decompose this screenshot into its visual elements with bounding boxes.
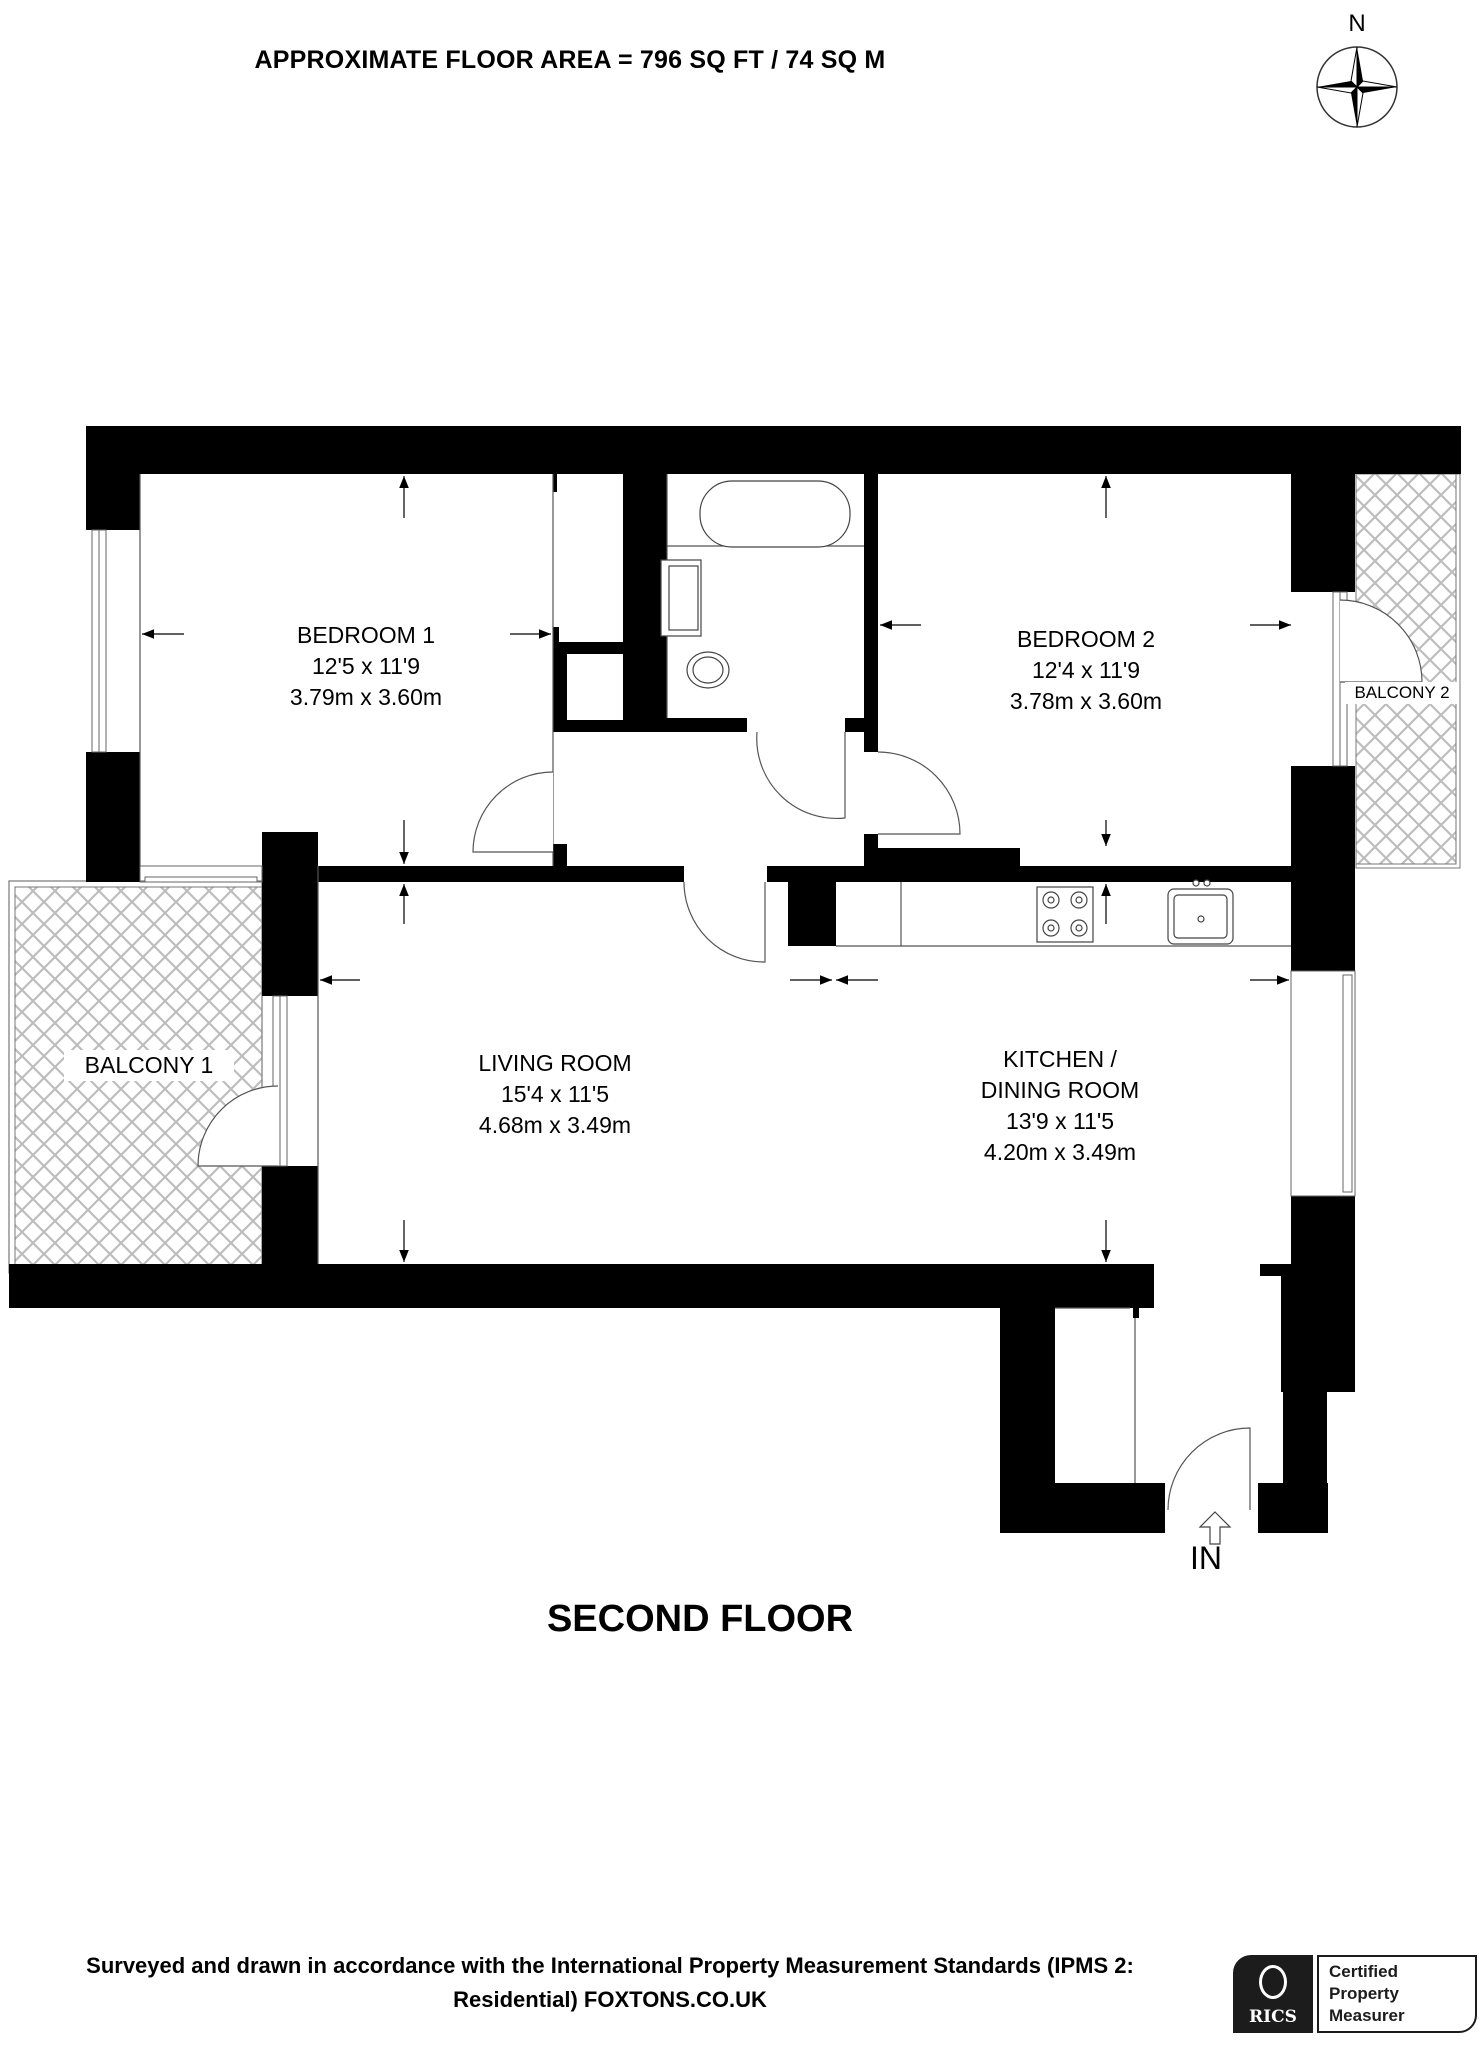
room-bedroom-1: BEDROOM 1 12'5 x 11'9 3.79m x 3.60m <box>236 620 496 713</box>
footer-line-2: Residential) FOXTONS.CO.UK <box>453 1987 767 2012</box>
room-imperial: 15'4 x 11'5 <box>500 1081 610 1107</box>
room-metric: 4.68m x 3.49m <box>478 1112 632 1138</box>
room-metric: 3.78m x 3.60m <box>1009 688 1163 714</box>
room-bedroom-2: BEDROOM 2 12'4 x 11'9 3.78m x 3.60m <box>956 624 1216 717</box>
balcony2-door <box>1339 599 1423 683</box>
floor-area-title: APPROXIMATE FLOOR AREA = 796 SQ FT / 74 … <box>254 46 886 74</box>
room-kitchen-dining: KITCHEN / DINING ROOM 13'9 x 11'5 4.20m … <box>930 1044 1190 1168</box>
footer-note: Surveyed and drawn in accordance with th… <box>0 1949 1220 2017</box>
badge-line-3: Measurer <box>1329 2006 1405 2025</box>
entrance-arrow-icon <box>1198 1511 1232 1545</box>
living-door <box>683 881 766 963</box>
rics-brand: RICS <box>1249 2007 1297 2027</box>
room-metric: 4.20m x 3.49m <box>983 1139 1137 1165</box>
compass-rose-icon <box>1316 46 1398 128</box>
room-name: BEDROOM 1 <box>296 622 436 648</box>
bathroom-door <box>756 731 846 820</box>
room-imperial: 12'4 x 11'9 <box>1031 657 1141 683</box>
kitchen-fixtures <box>1036 879 1234 945</box>
room-imperial: 12'5 x 11'9 <box>311 653 421 679</box>
rics-logo: RICS <box>1233 1955 1313 2033</box>
bathtub-icon <box>699 480 851 548</box>
north-label: N <box>1348 10 1366 37</box>
room-name-line2: DINING ROOM <box>980 1077 1140 1103</box>
entrance-door <box>1167 1427 1251 1511</box>
bedroom2-door <box>877 751 961 835</box>
floor-name: SECOND FLOOR <box>546 1598 854 1640</box>
walls <box>9 426 1461 1533</box>
balcony-2-label: BALCONY 2 <box>1345 682 1459 704</box>
lion-icon <box>1259 1965 1287 1999</box>
rics-certification: Certified Property Measurer <box>1317 1955 1477 2033</box>
bath-fixtures <box>660 480 851 689</box>
room-name: BEDROOM 2 <box>1016 626 1156 652</box>
bedroom1-door <box>472 771 554 853</box>
footer-line-1: Surveyed and drawn in accordance with th… <box>86 1953 1134 1978</box>
room-name: LIVING ROOM <box>478 1050 632 1076</box>
compass: N <box>1312 10 1402 130</box>
doors <box>197 599 1423 1511</box>
room-name-line1: KITCHEN / <box>1003 1046 1117 1072</box>
room-metric: 3.79m x 3.60m <box>289 684 443 710</box>
entrance-label: IN <box>1190 1540 1222 1576</box>
rics-badge: RICS Certified Property Measurer <box>1233 1955 1477 2033</box>
badge-line-2: Property <box>1329 1984 1399 2003</box>
balcony-1-label: BALCONY 1 <box>64 1050 234 1081</box>
balcony1-door <box>197 1085 279 1167</box>
room-living: LIVING ROOM 15'4 x 11'5 4.68m x 3.49m <box>425 1048 685 1141</box>
room-imperial: 13'9 x 11'5 <box>1005 1108 1115 1134</box>
badge-line-1: Certified <box>1329 1962 1398 1981</box>
dimension-arrows <box>142 476 1291 1262</box>
